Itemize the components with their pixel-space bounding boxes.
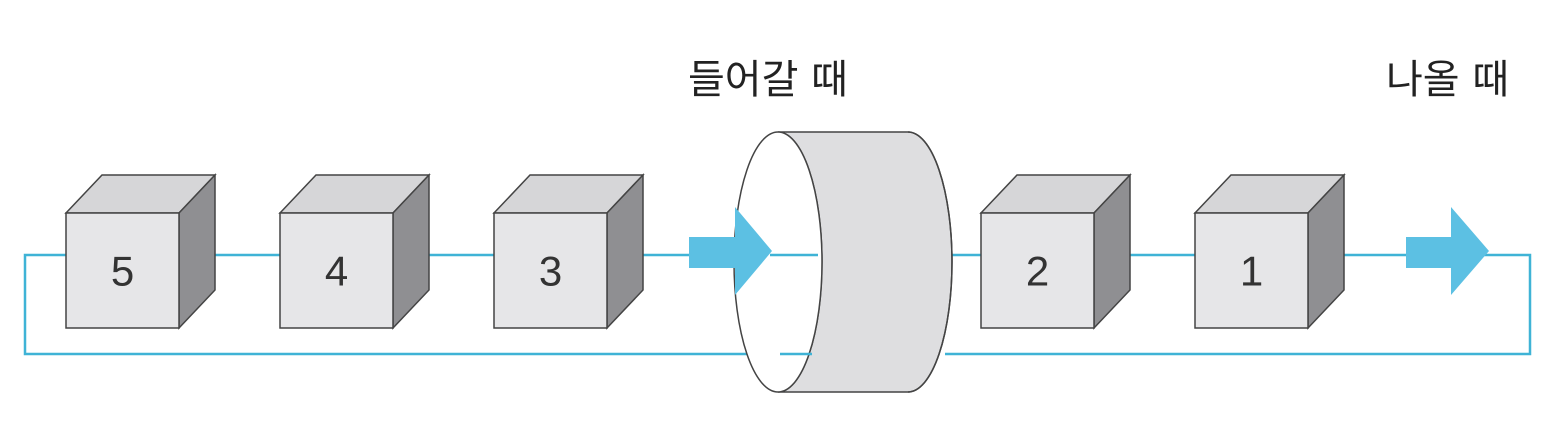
loop-line: [23, 253, 1532, 356]
cube-4: 4: [278, 173, 431, 330]
cube-3: 3: [492, 173, 645, 330]
cube-front-face: [980, 212, 1095, 329]
cube-front-face: [493, 212, 608, 329]
tunnel-cylinder: [733, 131, 953, 393]
loop-line-right: [945, 253, 1532, 356]
exiting-arrow: [1406, 207, 1489, 295]
tunnel-right-edge: [907, 131, 953, 393]
cube-2: 2: [979, 173, 1132, 330]
cube-number: 1: [1240, 248, 1263, 295]
cube-front-face: [279, 212, 394, 329]
cube-number: 3: [539, 248, 562, 295]
cube-number: 4: [325, 248, 348, 295]
exiting-label: 나올 때: [1386, 57, 1509, 103]
cube-number: 2: [1026, 248, 1049, 295]
cube-1: 1: [1193, 173, 1346, 330]
loop-line-left: [23, 253, 780, 356]
cube-front-face: [1194, 212, 1309, 329]
entering-arrow: [689, 207, 772, 295]
entering-label: 들어갈 때: [688, 57, 848, 103]
cube-number: 5: [111, 248, 134, 295]
cube-front-face: [65, 212, 180, 329]
cube-5: 5: [64, 173, 217, 330]
cubes: 5 4 3 2 1: [64, 173, 1346, 330]
